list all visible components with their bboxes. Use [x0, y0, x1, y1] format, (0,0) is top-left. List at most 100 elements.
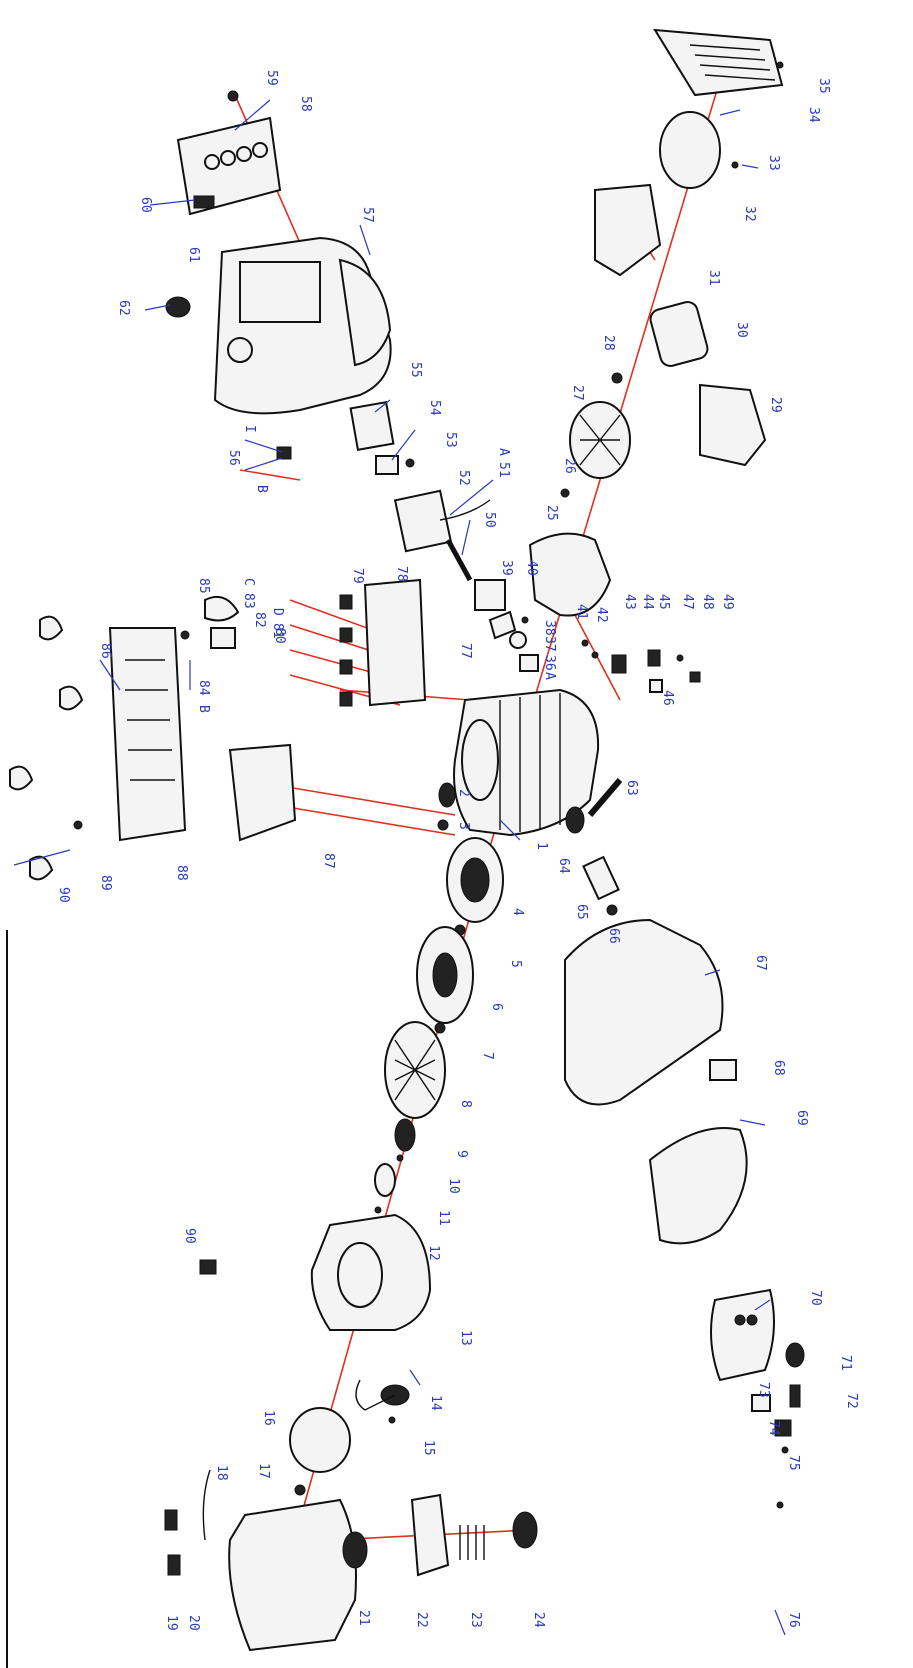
callout-77: 77	[458, 643, 473, 659]
callout-48: 48	[700, 594, 715, 610]
callout-80: 80	[272, 628, 287, 644]
callout-25: 25	[544, 505, 559, 521]
callout-75: 75	[786, 1455, 801, 1471]
callout-39: 39	[499, 560, 514, 576]
callout-5: 5	[508, 960, 523, 968]
callout-50: 50	[482, 512, 497, 528]
callout-72: 72	[844, 1393, 859, 1409]
callout-56: 56	[226, 450, 241, 466]
callout-65: 65	[574, 904, 589, 920]
callout-90: 90	[56, 887, 71, 903]
callout-17: 17	[256, 1463, 271, 1479]
callout-29: 29	[768, 397, 783, 413]
callout-40: 40	[524, 560, 539, 576]
callout-85: 85	[196, 578, 211, 594]
part-outlines	[6, 28, 805, 1668]
callout-66: 66	[606, 928, 621, 944]
callout-63: 63	[624, 780, 639, 796]
callout-letter-b-top: B	[254, 485, 269, 493]
callout-89: 89	[98, 875, 113, 891]
callout-1: 1	[534, 842, 549, 850]
callout-letter-d: D	[270, 608, 285, 616]
callout-15: 15	[421, 1440, 436, 1456]
callout-12: 12	[426, 1245, 441, 1261]
callout-31: 31	[706, 270, 721, 286]
callout-53: 53	[443, 432, 458, 448]
callout-59: 59	[264, 70, 279, 86]
callout-45: 45	[656, 594, 671, 610]
callout-47: 47	[680, 594, 695, 610]
callout-68: 68	[771, 1060, 786, 1076]
callout-70: 70	[808, 1290, 823, 1306]
callout-3: 3	[456, 822, 471, 830]
callout-49: 49	[720, 594, 735, 610]
callout-44: 44	[640, 594, 655, 610]
callout-21: 21	[356, 1610, 371, 1626]
callout-79: 79	[350, 568, 365, 584]
callout-57: 57	[360, 207, 375, 223]
callout-13: 13	[458, 1330, 473, 1346]
callout-83: 83	[241, 593, 256, 609]
callout-87: 87	[321, 853, 336, 869]
callout-35: 35	[816, 78, 831, 94]
callout-letter-a: A	[542, 672, 557, 680]
callout-labels: 59 58 60 57 61 62 56 I B 55 54 53 52 A 5…	[56, 70, 859, 1631]
callout-6: 6	[489, 1003, 504, 1011]
callout-7: 7	[480, 1052, 495, 1060]
callout-2: 2	[456, 789, 471, 797]
callout-52: 52	[456, 470, 471, 486]
callout-69: 69	[794, 1110, 809, 1126]
axis-65	[574, 614, 621, 701]
callout-22: 22	[414, 1612, 429, 1628]
callout-letter-i: I	[242, 425, 257, 433]
callout-58: 58	[298, 96, 313, 112]
callout-81: 81	[270, 623, 285, 639]
callout-46: 46	[660, 690, 675, 706]
callout-78: 78	[394, 566, 409, 582]
axis-b	[239, 469, 301, 481]
callout-62: 62	[116, 300, 131, 316]
callout-76: 76	[786, 1612, 801, 1628]
callout-letter-c: C	[241, 578, 256, 586]
callout-9: 9	[454, 1150, 469, 1158]
callout-8: 8	[458, 1100, 473, 1108]
callout-14: 14	[428, 1395, 443, 1411]
callout-11: 11	[436, 1210, 451, 1226]
callout-54: 54	[427, 400, 442, 416]
callout-86: 86	[98, 643, 113, 659]
callout-90-lower: 90	[182, 1228, 197, 1244]
callout-34: 34	[806, 107, 821, 123]
callout-10: 10	[446, 1178, 461, 1194]
callout-61: 61	[186, 247, 201, 263]
callout-28: 28	[601, 335, 616, 351]
callout-84: 84	[196, 680, 211, 696]
callout-20: 20	[186, 1615, 201, 1631]
callout-letter-a-51: A	[496, 448, 511, 456]
callout-26: 26	[562, 458, 577, 474]
callout-73: 73	[756, 1382, 771, 1398]
callout-letter-b: B	[196, 705, 211, 713]
callout-88: 88	[174, 865, 189, 881]
callout-55: 55	[408, 362, 423, 378]
callout-67: 67	[753, 955, 768, 971]
callout-24: 24	[531, 1612, 546, 1628]
callout-19: 19	[164, 1615, 179, 1631]
callout-51: 51	[496, 462, 511, 478]
callout-18: 18	[214, 1465, 229, 1481]
callout-4: 4	[510, 908, 525, 916]
callout-74: 74	[766, 1420, 781, 1436]
callout-42: 42	[594, 607, 609, 623]
callout-60: 60	[138, 197, 153, 213]
callout-27: 27	[570, 385, 585, 401]
callout-36: 36	[542, 655, 557, 671]
leader-lines	[13, 99, 786, 1636]
callout-23: 23	[468, 1612, 483, 1628]
callout-37: 37	[542, 636, 557, 652]
callout-33: 33	[766, 155, 781, 171]
callout-71: 71	[838, 1355, 853, 1371]
callout-82: 82	[252, 612, 267, 628]
callout-30: 30	[734, 322, 749, 338]
callout-64: 64	[556, 858, 571, 874]
callout-16: 16	[261, 1410, 276, 1426]
